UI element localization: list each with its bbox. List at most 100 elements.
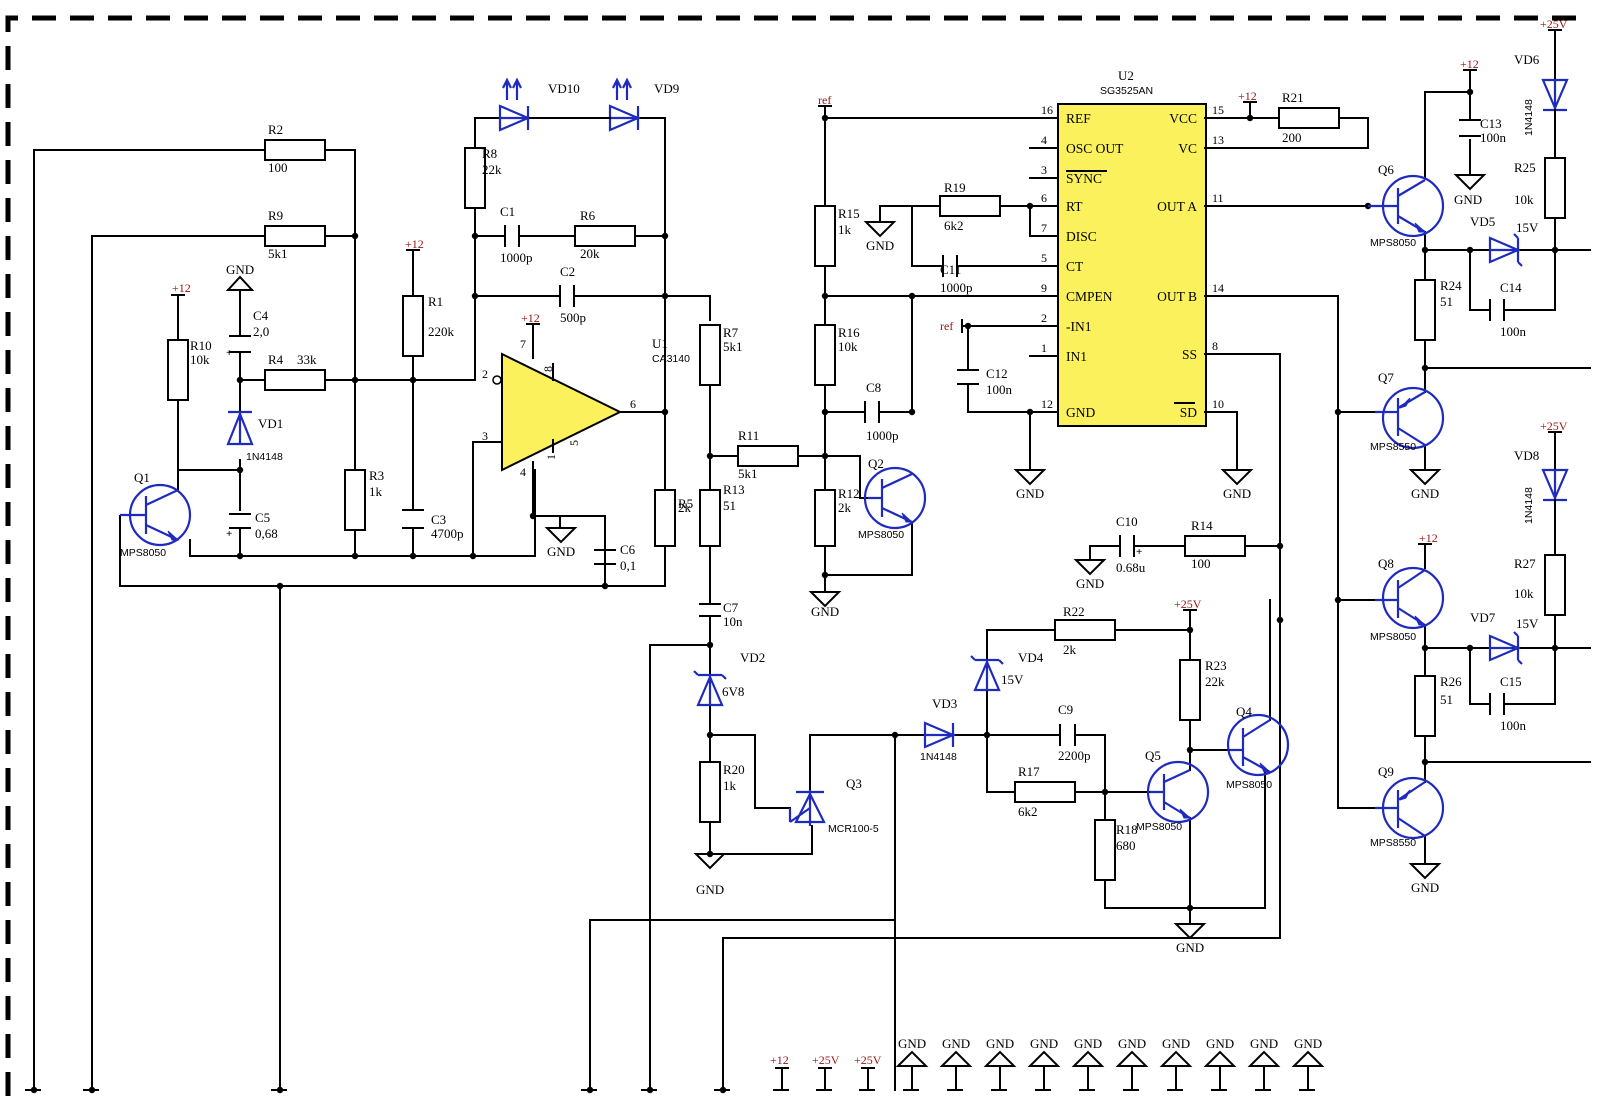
label-Q8: Q8 (1378, 556, 1394, 571)
label-C7: C7 (723, 600, 739, 615)
transistor-Q5 (1146, 760, 1210, 824)
label-R12: R12 (838, 486, 860, 501)
pin-num-u1-5: 5 (567, 440, 581, 446)
label-R1: R1 (428, 294, 443, 309)
label-R19: R19 (944, 180, 966, 195)
connector-label-9: GND (1162, 1036, 1190, 1051)
value-C11: 1000p (940, 280, 973, 295)
label-VD1: VD1 (258, 416, 283, 431)
value-R25: 10k (1514, 192, 1534, 207)
part-U1: CA3140 (652, 353, 690, 365)
transistor-Q2 (863, 466, 927, 530)
resistor-R14 (1184, 535, 1246, 557)
diode-VD8 (1541, 468, 1569, 502)
capacitor-C15 (1489, 693, 1505, 715)
resistor-R27 (1544, 554, 1566, 616)
thyristor-Q3 (788, 790, 826, 826)
pin-num-u2-15: 15 (1212, 103, 1224, 117)
resistor-R15 (814, 205, 836, 267)
diode-VD2 (693, 670, 727, 707)
transistor-Q1 (120, 483, 192, 547)
diode-VD9 (608, 77, 641, 132)
pin-name-u2-11: OUT A (1157, 199, 1197, 214)
pin-num-u2-3: 3 (1041, 163, 1047, 177)
capacitor-C7 (699, 603, 721, 617)
pin-num-u1-1: 1 (544, 454, 558, 460)
capacitor-C1 (504, 225, 520, 247)
value-R8: 22k (482, 162, 502, 177)
pin-name-u2-12: GND (1066, 405, 1095, 420)
label-R24: R24 (1440, 278, 1462, 293)
label-VD5: VD5 (1470, 214, 1495, 229)
capacitor-C9 (1059, 724, 1076, 746)
pin-num-u2-13: 13 (1212, 133, 1224, 147)
capacitor-C3 (402, 509, 424, 529)
resistor-R23 (1179, 659, 1201, 721)
pin-name-u2-7: DISC (1066, 229, 1097, 244)
gnd-label-6: GND (1076, 576, 1104, 591)
transistor-Q6 (1368, 174, 1445, 238)
value-R19: 6k2 (944, 218, 964, 233)
resistor-R26 (1414, 675, 1436, 737)
label-C13: C13 (1480, 116, 1502, 131)
label-R14: R14 (1191, 518, 1213, 533)
label-R13: R13 (723, 482, 745, 497)
value-Q7: MPS8550 (1370, 441, 1416, 453)
capacitor-C14 (1489, 299, 1505, 321)
capacitor-C6 (594, 549, 616, 565)
label-C8: C8 (866, 380, 881, 395)
value-Q4: MPS8050 (1226, 779, 1272, 791)
value-C12: 100n (986, 382, 1013, 397)
diode-VD5 (1488, 233, 1523, 267)
value-VD1: 1N4148 (246, 451, 283, 463)
label-Q1: Q1 (134, 470, 150, 485)
resistor-R1 (402, 295, 424, 357)
connector-label-4: GND (942, 1036, 970, 1051)
label-VD3: VD3 (932, 696, 957, 711)
label-R15: R15 (838, 206, 860, 221)
supply-label-0: +12 (172, 281, 191, 295)
resistor-R8 (464, 147, 486, 209)
value-R1: 220k (428, 324, 455, 339)
resistor-R21 (1278, 107, 1340, 129)
label-C15: C15 (1500, 674, 1522, 689)
pin-name-u2-2: -IN1 (1066, 319, 1092, 334)
supply-label-9: ref (818, 93, 831, 107)
pin-num-u2-9: 9 (1041, 281, 1047, 295)
diodes (226, 77, 1569, 749)
gnd-label-10: GND (1411, 486, 1439, 501)
gnd-label-1: GND (547, 544, 575, 559)
resistor-R12 (814, 489, 836, 547)
value-R10: 10k (190, 352, 210, 367)
pin-num-u1-7: 7 (520, 337, 526, 351)
supply-label-5: +12 (1419, 531, 1438, 545)
value-VD7: 15V (1516, 616, 1539, 631)
transistor-Q8 (1375, 566, 1445, 630)
label-C11: C11 (940, 262, 961, 277)
value-C15: 100n (1500, 718, 1527, 733)
pin-name-u2-4: OSC OUT (1066, 141, 1124, 156)
value-R17: 6k2 (1018, 804, 1038, 819)
value-R6: 20k (580, 246, 600, 261)
resistor-R6 (574, 225, 636, 247)
resistor-R22 (1054, 619, 1116, 641)
label-R26: R26 (1440, 674, 1462, 689)
resistor-R2 (264, 139, 326, 161)
label-R3: R3 (369, 468, 384, 483)
pin-name-u2-6: RT (1066, 199, 1083, 214)
label-R8: R8 (482, 146, 497, 161)
value-VD6: 1N4148 (1523, 99, 1535, 136)
label-Q9: Q9 (1378, 764, 1394, 779)
label-R27: R27 (1514, 556, 1536, 571)
opamp-U1 (472, 339, 623, 472)
label-R18: R18 (1116, 822, 1138, 837)
pin-num-u1-2: 2 (482, 367, 488, 381)
capacitor-C2 (559, 285, 575, 307)
connector-label-6: GND (1030, 1036, 1058, 1051)
svg-text:+: + (226, 347, 232, 359)
resistor-R4 (264, 369, 326, 391)
value-Q9: MPS8550 (1370, 837, 1416, 849)
pin-num-u2-11: 11 (1212, 191, 1224, 205)
label-C2: C2 (560, 264, 575, 279)
label-C10: C10 (1116, 514, 1138, 529)
